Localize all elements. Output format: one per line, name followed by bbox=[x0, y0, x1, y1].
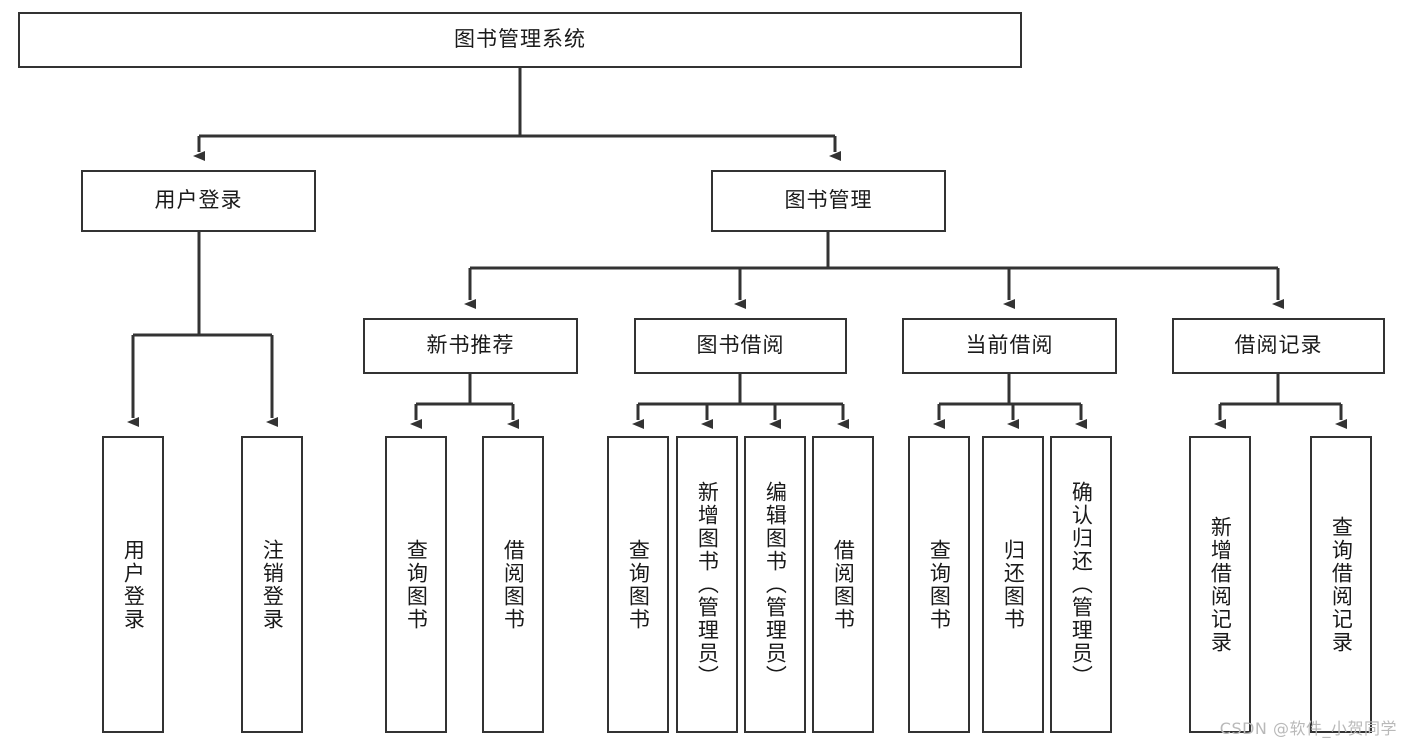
leaf-query-borrow-record[interactable]: 查询借阅记录 bbox=[1310, 436, 1372, 733]
node-new-book-recommend-label: 新书推荐 bbox=[426, 333, 515, 358]
leaf-query-book-current[interactable]: 查询图书 bbox=[908, 436, 970, 733]
node-root-label: 图书管理系统 bbox=[454, 27, 586, 52]
node-root[interactable]: 图书管理系统 bbox=[18, 12, 1022, 68]
node-user-login-label: 用户登录 bbox=[154, 188, 243, 213]
leaf-user-login-label: 用户登录 bbox=[121, 538, 146, 631]
leaf-query-book-current-label: 查询图书 bbox=[927, 538, 952, 631]
leaf-query-borrow-record-label: 查询借阅记录 bbox=[1329, 515, 1354, 654]
leaf-query-book-recommend-label: 查询图书 bbox=[404, 538, 429, 631]
node-book-management-label: 图书管理 bbox=[784, 188, 873, 213]
node-book-borrow-label: 图书借阅 bbox=[696, 333, 785, 358]
node-user-login[interactable]: 用户登录 bbox=[81, 170, 316, 232]
leaf-return-book[interactable]: 归还图书 bbox=[982, 436, 1044, 733]
leaf-logout-label: 注销登录 bbox=[260, 538, 285, 631]
node-borrow-record-label: 借阅记录 bbox=[1234, 333, 1323, 358]
leaf-confirm-return-admin-label: 确认归还（管理员） bbox=[1069, 481, 1094, 688]
node-new-book-recommend[interactable]: 新书推荐 bbox=[363, 318, 578, 374]
leaf-logout[interactable]: 注销登录 bbox=[241, 436, 303, 733]
leaf-query-book-recommend[interactable]: 查询图书 bbox=[385, 436, 447, 733]
leaf-lend-book[interactable]: 借阅图书 bbox=[812, 436, 874, 733]
leaf-lend-book-label: 借阅图书 bbox=[831, 538, 856, 631]
leaf-borrow-book-recommend[interactable]: 借阅图书 bbox=[482, 436, 544, 733]
csdn-watermark: CSDN @软件_小贺同学 bbox=[1219, 719, 1397, 738]
leaf-add-borrow-record-label: 新增借阅记录 bbox=[1208, 515, 1233, 654]
leaf-edit-book-admin[interactable]: 编辑图书（管理员） bbox=[744, 436, 806, 733]
leaf-query-book-borrow[interactable]: 查询图书 bbox=[607, 436, 669, 733]
node-book-management[interactable]: 图书管理 bbox=[711, 170, 946, 232]
leaf-confirm-return-admin[interactable]: 确认归还（管理员） bbox=[1050, 436, 1112, 733]
leaf-borrow-book-recommend-label: 借阅图书 bbox=[501, 538, 526, 631]
leaf-return-book-label: 归还图书 bbox=[1001, 538, 1026, 631]
node-book-borrow[interactable]: 图书借阅 bbox=[634, 318, 847, 374]
leaf-query-book-borrow-label: 查询图书 bbox=[626, 538, 651, 631]
leaf-user-login[interactable]: 用户登录 bbox=[102, 436, 164, 733]
node-current-borrow-label: 当前借阅 bbox=[965, 333, 1054, 358]
leaf-add-borrow-record[interactable]: 新增借阅记录 bbox=[1189, 436, 1251, 733]
node-current-borrow[interactable]: 当前借阅 bbox=[902, 318, 1117, 374]
leaf-edit-book-admin-label: 编辑图书（管理员） bbox=[763, 481, 788, 688]
leaf-add-book-admin-label: 新增图书（管理员） bbox=[695, 481, 720, 688]
leaf-add-book-admin[interactable]: 新增图书（管理员） bbox=[676, 436, 738, 733]
node-borrow-record[interactable]: 借阅记录 bbox=[1172, 318, 1385, 374]
